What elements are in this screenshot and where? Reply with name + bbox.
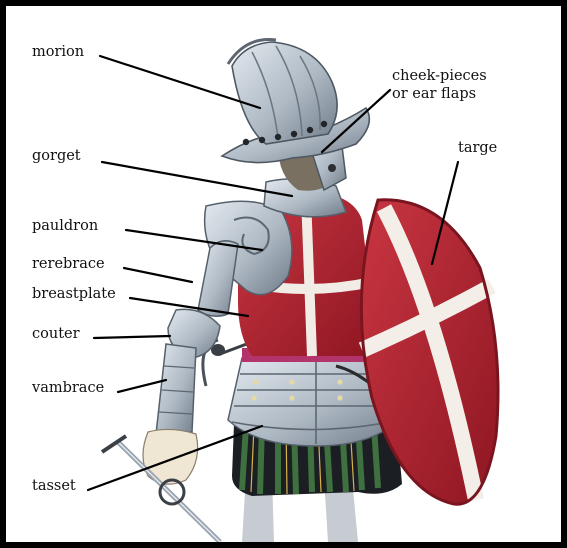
label-tasset: tasset [32,478,76,495]
label-cheek-pieces-line1: cheek-pieces [392,68,487,85]
leader-rerebrace [124,268,192,282]
label-breastplate: breastplate [32,286,116,303]
label-pauldron: pauldron [32,218,98,235]
leader-gorget [102,162,292,196]
label-gorget: gorget [32,148,81,165]
label-morion: morion [32,44,84,61]
label-cheek-pieces-line2: or ear flaps [392,86,476,103]
label-couter: couter [32,326,80,343]
conquistador-illustration [6,6,561,542]
leader-vambrace [118,380,166,392]
label-rerebrace: rerebrace [32,256,105,273]
morion-helmet [222,40,369,163]
label-vambrace: vambrace [32,380,104,397]
leader-couter [94,336,170,338]
label-targe: targe [458,140,497,157]
